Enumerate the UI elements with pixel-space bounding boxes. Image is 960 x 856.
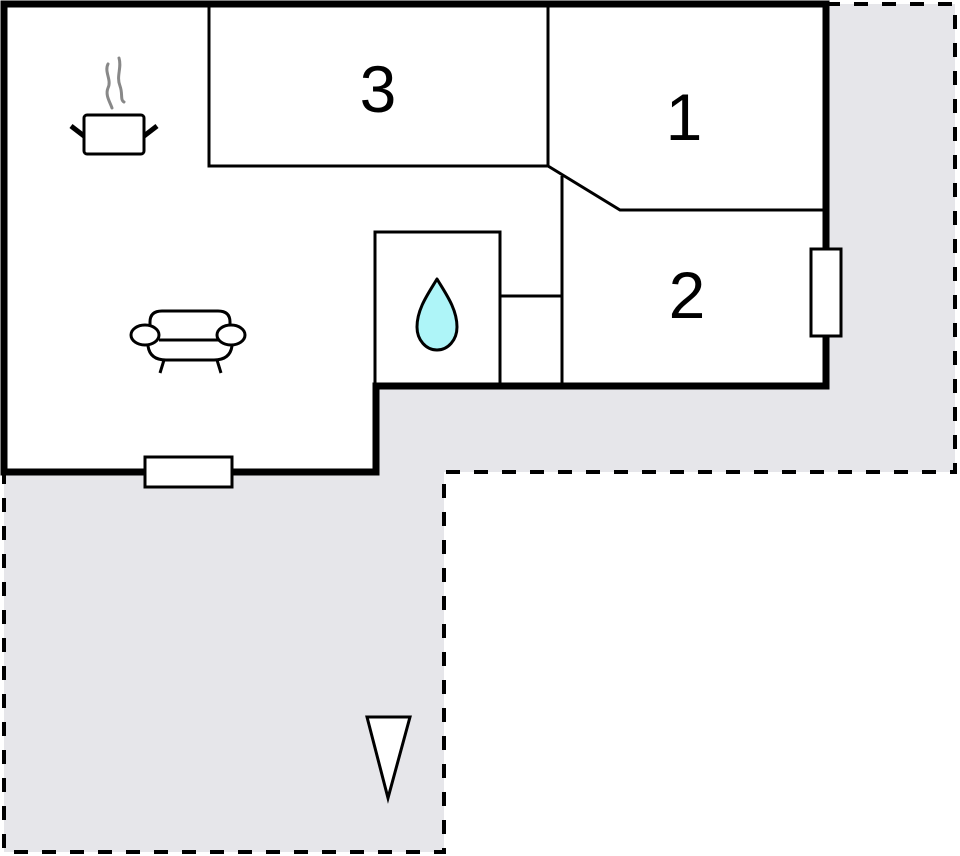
room-2-label: 2 — [669, 258, 706, 332]
north-arrow-icon — [365, 715, 412, 804]
sofa-icon — [129, 309, 247, 374]
exterior-walls — [0, 0, 830, 476]
window-right — [809, 247, 843, 338]
room-3-label: 3 — [360, 52, 397, 126]
interior-walls — [207, 4, 826, 386]
room-1-2-divider — [547, 164, 826, 212]
window-bottom — [143, 455, 234, 489]
room-1-label: 1 — [666, 80, 703, 154]
water-drop-icon — [415, 277, 459, 352]
bathroom-walls — [373, 230, 502, 386]
room-3-walls — [207, 4, 550, 168]
cooking-pot-icon — [69, 56, 159, 156]
